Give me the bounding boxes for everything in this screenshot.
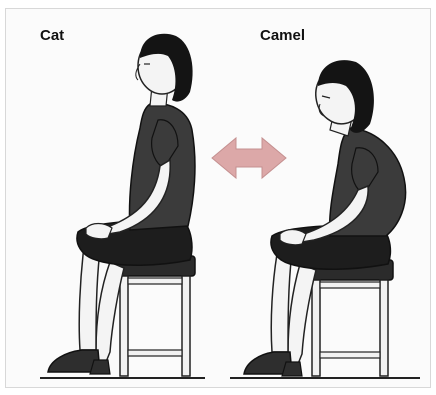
camel-posture-figure [244, 60, 406, 376]
stool-right [305, 260, 393, 376]
cat-posture-figure [48, 34, 195, 376]
double-headed-arrow-icon [212, 138, 286, 178]
stool-left [113, 256, 195, 376]
